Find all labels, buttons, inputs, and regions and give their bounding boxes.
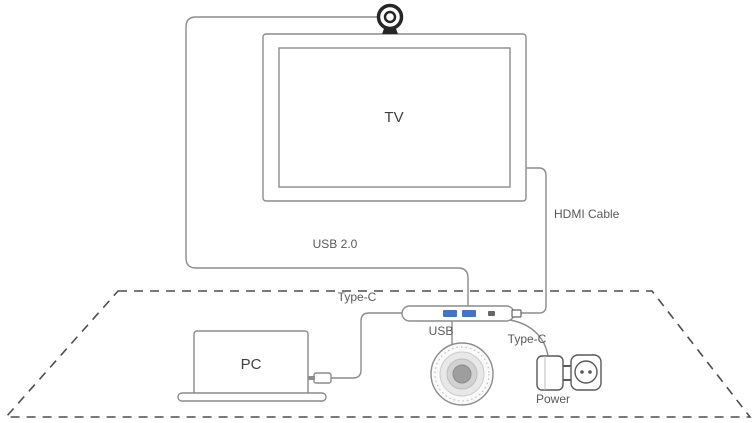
laptop-base [177, 392, 327, 402]
usb-plug-tip [308, 376, 315, 380]
speaker-grille [434, 346, 490, 402]
hdmi-cable-label: HDMI Cable [554, 207, 620, 221]
table-surface-outline [4, 290, 752, 418]
hdmi-connector [511, 309, 522, 318]
power-label: Power [536, 392, 570, 406]
hub-typec-port [488, 311, 495, 316]
outlet-hole-right [588, 370, 592, 374]
usb2-label: USB 2.0 [313, 237, 358, 251]
hub-usb-port-1 [443, 310, 457, 317]
speakerphone-device [430, 342, 494, 406]
hdmi-cable-line [520, 167, 547, 314]
typec-power-label: Type-C [508, 332, 547, 346]
pc-device: PC [177, 330, 332, 402]
tv-screen [278, 47, 511, 188]
tv-label: TV [384, 109, 403, 126]
power-cable [509, 319, 549, 357]
adapter-body [536, 355, 564, 391]
usb-hub-device [401, 305, 522, 322]
speaker-center [452, 364, 472, 384]
webcam-icon [376, 3, 404, 34]
tv-device: TV [262, 33, 527, 202]
hub-body [401, 305, 515, 322]
typec-pc-label: Type-C [338, 290, 377, 304]
usb-speaker-label: USB [429, 324, 454, 338]
pc-label: PC [241, 356, 262, 373]
outlet-socket [574, 360, 598, 384]
usb2-cable [185, 16, 469, 308]
outlet-hole-left [580, 370, 584, 374]
typec-pc-cable [331, 312, 403, 379]
hub-usb-port-2 [462, 310, 476, 317]
usb-plug [313, 372, 332, 384]
power-adapter [536, 354, 602, 391]
webcam-lens [383, 10, 397, 24]
